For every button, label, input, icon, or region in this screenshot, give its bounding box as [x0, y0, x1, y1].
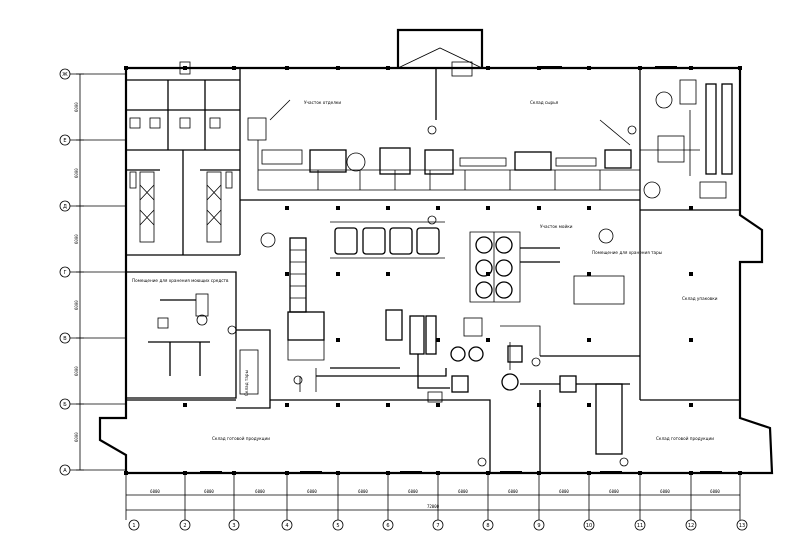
room-label-r5: Склад готовой продукции	[656, 436, 714, 441]
bottom-dim-3: 6000	[255, 489, 265, 494]
sanitary-fixtures	[129, 117, 233, 243]
bottom-dim-9: 6000	[559, 489, 569, 494]
washing-room-equipment	[148, 293, 259, 395]
left-dim-5: 6000	[74, 366, 79, 376]
col-axis-4: 4	[285, 523, 288, 529]
room-label-r6: Помещение для хранения моющих средств	[132, 278, 229, 283]
room-label-r3: Склад упаковки	[682, 296, 718, 301]
left-dim-6: 6000	[74, 432, 79, 442]
row-axis-5: Б	[63, 402, 67, 408]
room-label-r9: Склад тары	[244, 370, 249, 396]
room-label-r2: Склад сырья	[530, 100, 559, 105]
production-line-top	[247, 99, 640, 191]
overall-dim: 72000	[427, 504, 440, 509]
bottom-dim-8: 6000	[508, 489, 518, 494]
bottom-dim-4: 6000	[307, 489, 317, 494]
row-axis-6: А	[63, 468, 67, 474]
col-axis-5: 5	[336, 523, 339, 529]
room-label-r8: Участок мойки	[540, 224, 573, 229]
tanks-middle	[260, 221, 625, 361]
row-axis-4: В	[63, 336, 67, 342]
left-dim-1: 6000	[74, 102, 79, 112]
bottom-dim-6: 6000	[408, 489, 418, 494]
left-dimension-chain: 6000 6000 6000 6000 6000 6000 Ж Е Д Г В …	[59, 68, 126, 476]
col-axis-9: 9	[537, 523, 540, 529]
bottom-dim-10: 6000	[609, 489, 619, 494]
room-labels: Участок отделки Склад сырья Склад упаков…	[132, 100, 718, 441]
col-axis-13: 13	[739, 523, 745, 529]
row-axis-0: Ж	[62, 72, 68, 78]
col-axis-8: 8	[486, 523, 489, 529]
structural-columns	[124, 66, 742, 475]
left-dim-4: 6000	[74, 300, 79, 310]
windows-bottom	[200, 66, 722, 474]
room-label-r7: Помещение для хранения тары	[592, 250, 662, 255]
left-dim-3: 6000	[74, 234, 79, 244]
bottom-dim-5: 6000	[358, 489, 368, 494]
col-axis-11: 11	[637, 523, 643, 529]
room-label-r4: Склад готовой продукции	[212, 436, 270, 441]
bottom-dim-12: 6000	[710, 489, 720, 494]
col-axis-10: 10	[586, 523, 592, 529]
lower-process	[299, 309, 630, 455]
col-axis-3: 3	[232, 523, 235, 529]
partitions	[125, 68, 740, 473]
col-axis-1: 1	[132, 523, 135, 529]
bottom-dimension-chain: 6000 6000 6000 6000 6000 6000 6000 6000 …	[125, 473, 748, 531]
row-axis-3: Г	[63, 270, 66, 276]
col-axis-12: 12	[688, 523, 694, 529]
room-label-r1: Участок отделки	[304, 100, 341, 105]
row-axis-2: Д	[63, 204, 67, 210]
left-dim-2: 6000	[74, 168, 79, 178]
row-axis-1: Е	[63, 138, 66, 144]
col-axis-2: 2	[183, 523, 186, 529]
col-axis-6: 6	[386, 523, 389, 529]
bottom-dim-7: 6000	[458, 489, 468, 494]
outer-walls	[98, 28, 774, 475]
bottom-dim-11: 6000	[660, 489, 670, 494]
equipment-room-right	[640, 79, 733, 199]
callout-markers	[227, 125, 637, 467]
bottom-dim-1: 6000	[150, 489, 160, 494]
col-axis-7: 7	[436, 523, 439, 529]
bottom-dim-2: 6000	[204, 489, 214, 494]
